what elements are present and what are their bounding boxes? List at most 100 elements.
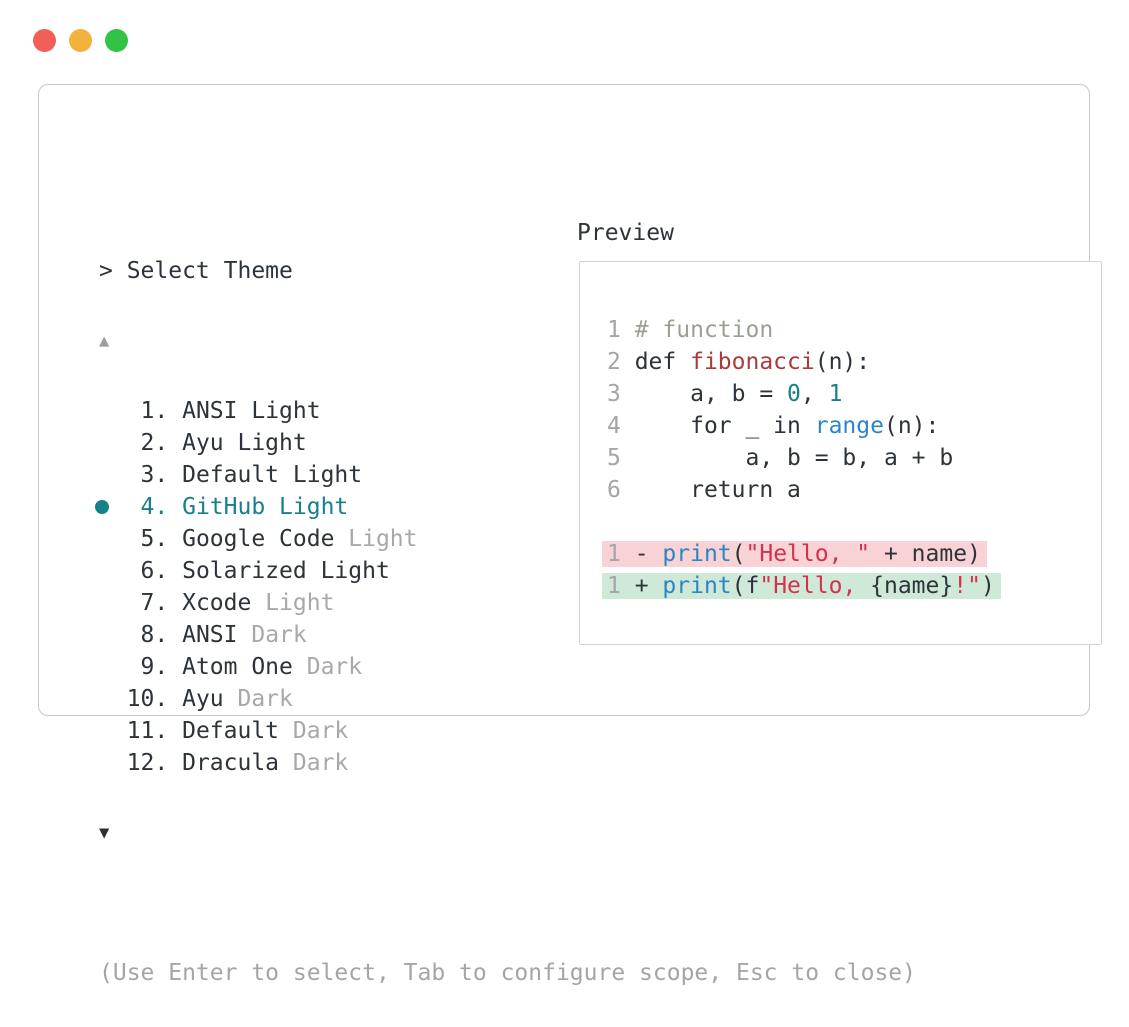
theme-name: Solarized xyxy=(182,558,321,584)
theme-option-ayu-dark[interactable]: 10. Ayu Dark xyxy=(99,683,916,715)
code-line: 6 return a xyxy=(607,474,1001,506)
theme-number: 3. xyxy=(99,462,183,488)
close-button[interactable] xyxy=(33,29,56,52)
token-code: - xyxy=(634,541,663,567)
theme-variant: Light xyxy=(265,590,335,616)
theme-variant: Light xyxy=(292,462,363,488)
token-code: + name) xyxy=(870,541,981,567)
token-code: def xyxy=(634,349,691,375)
theme-name: Default xyxy=(182,718,293,744)
help-text: (Use Enter to select, Tab to configure s… xyxy=(99,960,916,986)
theme-name: GitHub xyxy=(182,494,280,520)
theme-name: Dracula xyxy=(182,750,293,776)
theme-variant: Dark xyxy=(292,718,349,744)
theme-number: 5. xyxy=(99,526,183,552)
token-code: (n): xyxy=(883,413,940,439)
token-code: , xyxy=(800,381,829,407)
line-number: 6 xyxy=(607,477,635,503)
line-number: 4 xyxy=(607,413,635,439)
theme-option-ansi-dark[interactable]: 8. ANSI Dark xyxy=(99,619,916,651)
theme-name: Google Code xyxy=(182,526,349,552)
theme-variant: Light xyxy=(251,398,321,424)
theme-option-xcode-light[interactable]: 7. Xcode Light xyxy=(99,587,916,619)
theme-option-github-light[interactable]: 4. GitHub Light xyxy=(95,491,916,523)
theme-name: ANSI xyxy=(182,398,252,424)
token-builtin: print xyxy=(662,541,732,567)
token-code: {name} xyxy=(870,573,954,599)
screen: > Select Theme ▲ 1. ANSI Light 2. Ayu Li… xyxy=(33,29,1102,986)
token-comment: # function xyxy=(634,317,774,343)
token-code: + xyxy=(634,573,663,599)
code-line: 5 a, b = b, a + b xyxy=(607,442,1001,474)
selected-indicator-icon xyxy=(95,500,109,514)
line-number: 2 xyxy=(607,349,635,375)
theme-number: 12. xyxy=(99,750,183,776)
code-line-diff-removed: 1 - print("Hello, " + name) xyxy=(602,538,1001,570)
theme-number: 9. xyxy=(99,654,183,680)
code-line: 1 # function xyxy=(607,314,1001,346)
theme-number: 2. xyxy=(99,430,183,456)
token-builtin: range xyxy=(814,413,884,439)
line-number: 3 xyxy=(607,381,635,407)
theme-option-default-light[interactable]: 3. Default Light xyxy=(99,459,916,491)
window-controls xyxy=(33,29,128,52)
theme-number: 6. xyxy=(99,558,183,584)
theme-variant: Dark xyxy=(292,750,349,776)
theme-option-atom-one-dark[interactable]: 9. Atom One Dark xyxy=(99,651,916,683)
theme-name: Default xyxy=(182,462,293,488)
theme-name: ANSI xyxy=(182,622,252,648)
theme-variant: Dark xyxy=(306,654,363,680)
theme-name: Ayu xyxy=(182,430,238,456)
theme-variant: Dark xyxy=(251,622,307,648)
minimize-button[interactable] xyxy=(69,29,92,52)
picker-prompt: > Select Theme xyxy=(99,258,293,284)
theme-picker-dialog: > Select Theme ▲ 1. ANSI Light 2. Ayu Li… xyxy=(38,84,1102,986)
theme-variant: Light xyxy=(237,430,307,456)
token-function: fibonacci xyxy=(690,349,815,375)
token-number: 0 xyxy=(787,381,801,407)
theme-name: Xcode xyxy=(182,590,266,616)
theme-number: 10. xyxy=(99,686,183,712)
code-line xyxy=(607,506,1001,538)
theme-name: Atom One xyxy=(182,654,307,680)
token-string: "Hello, " xyxy=(745,541,871,567)
theme-option-google-code-light[interactable]: 5. Google Code Light xyxy=(99,523,916,555)
scroll-down-icon[interactable]: ▼ xyxy=(99,823,110,843)
theme-option-dracula-dark[interactable]: 12. Dracula Dark xyxy=(99,747,916,779)
code-line: 2 def fibonacci(n): xyxy=(607,346,1001,378)
theme-number: 11. xyxy=(99,718,183,744)
theme-variant: Light xyxy=(348,526,418,552)
theme-option-ansi-light[interactable]: 1. ANSI Light xyxy=(99,395,916,427)
theme-name: Ayu xyxy=(182,686,238,712)
token-code: for _ in xyxy=(634,413,815,439)
preview-title: Preview xyxy=(577,220,674,246)
code-line: 3 a, b = 0, 1 xyxy=(607,378,1001,410)
code-line-diff-added: 1 + print(f"Hello, {name}!") xyxy=(602,570,1001,602)
token-number: 1 xyxy=(828,381,843,407)
line-number: 1 xyxy=(607,573,635,599)
token-builtin: print xyxy=(662,573,732,599)
token-code: (f xyxy=(731,573,760,599)
token-string: !" xyxy=(953,573,981,599)
line-number: 1 xyxy=(607,541,635,567)
theme-variant: Dark xyxy=(237,686,293,712)
theme-option-ayu-light[interactable]: 2. Ayu Light xyxy=(99,427,916,459)
theme-option-solarized-light[interactable]: 6. Solarized Light xyxy=(99,555,916,587)
line-number: 5 xyxy=(607,445,635,471)
theme-variant: Light xyxy=(320,558,390,584)
scroll-up-icon[interactable]: ▲ xyxy=(99,331,110,351)
line-number: 1 xyxy=(607,317,635,343)
theme-variant: Light xyxy=(279,494,349,520)
zoom-button[interactable] xyxy=(105,29,128,52)
theme-number: 1. xyxy=(99,398,183,424)
token-code: a, b = xyxy=(634,381,788,407)
token-code: ( xyxy=(731,541,746,567)
theme-number: 4. xyxy=(99,494,183,520)
token-code: a, b = b, a + b xyxy=(634,445,954,471)
theme-option-default-dark[interactable]: 11. Default Dark xyxy=(99,715,916,747)
code-line: 4 for _ in range(n): xyxy=(607,410,1001,442)
theme-number: 7. xyxy=(99,590,183,616)
token-code: (n): xyxy=(814,349,871,375)
